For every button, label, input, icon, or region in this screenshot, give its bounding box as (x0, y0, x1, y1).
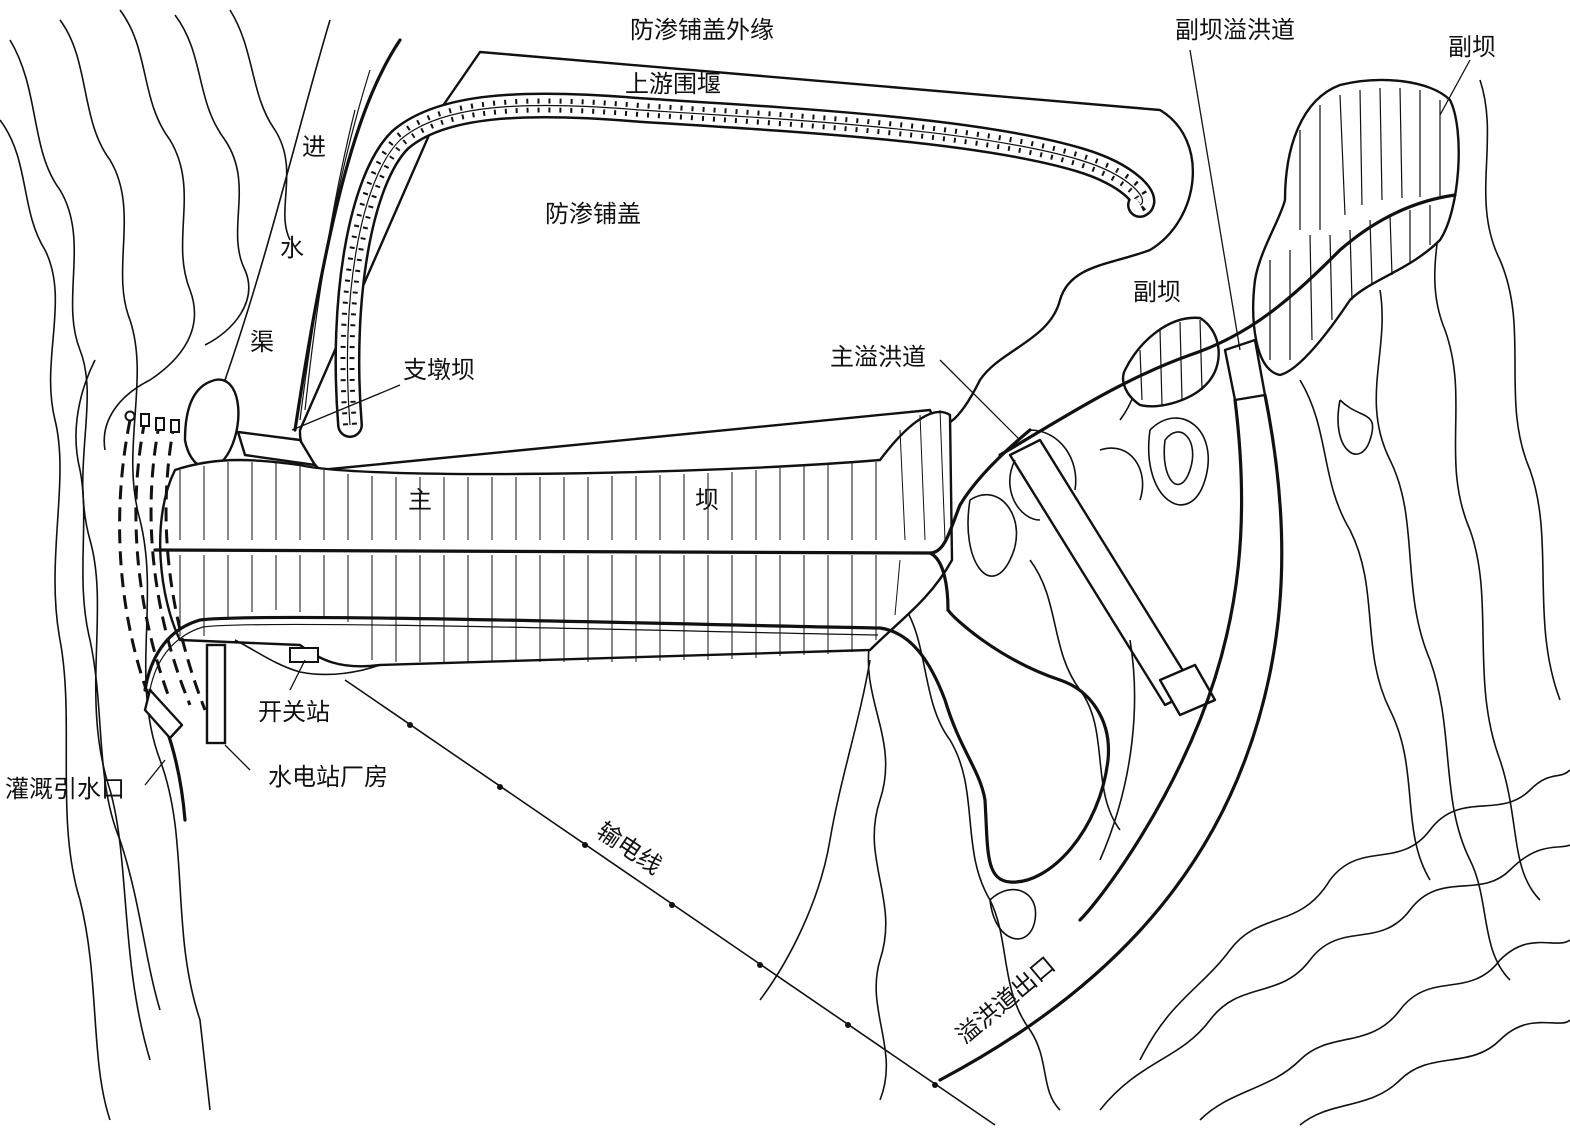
upstream-cofferdam (334, 92, 1156, 438)
switch-station-building (289, 647, 319, 663)
label-main-dam-1: 主 (408, 486, 432, 514)
right-terrain-contours (1099, 79, 1570, 1126)
label-seepage-blanket: 防渗铺盖 (545, 200, 641, 228)
transmission-line (344, 679, 996, 1126)
main-dam-hatching (179, 409, 946, 662)
label-transmission-line: 输电线 (592, 817, 667, 880)
powerhouse-structures (205, 639, 381, 745)
left-abutment (183, 378, 240, 470)
aux-dams (998, 78, 1460, 457)
left-terrain-contours (0, 9, 291, 1121)
label-inlet-canal-3: 渠 (250, 328, 274, 356)
aux-spillway (938, 338, 1284, 1082)
irrigation-conduits (118, 410, 207, 822)
main-spillway (1008, 429, 1217, 717)
label-aux-dam-mid: 副坝 (1133, 278, 1181, 306)
label-irrigation-intake: 灌溉引水口 (5, 775, 125, 803)
label-buttress-dam: 支墩坝 (403, 356, 475, 384)
buttress-dam (236, 430, 317, 467)
label-main-dam-2: 坝 (695, 486, 719, 514)
label-upstream-cofferdam: 上游围堰 (625, 70, 721, 98)
label-inlet-canal-2: 水 (280, 234, 304, 262)
label-switch-station: 开关站 (258, 698, 330, 726)
label-powerhouse: 水电站厂房 (268, 763, 388, 791)
label-inlet-canal-1: 进 (302, 133, 326, 161)
aux-dam-hatching (1139, 87, 1441, 406)
powerhouse-building (205, 643, 227, 745)
label-seepage-outer-edge: 防渗铺盖外缘 (630, 16, 774, 44)
label-aux-dam-right: 副坝 (1448, 33, 1496, 61)
inlet-canal (224, 19, 402, 432)
label-aux-dam-spillway: 副坝溢洪道 (1175, 16, 1295, 44)
label-main-spillway: 主溢洪道 (830, 343, 926, 371)
central-terrain-contours (759, 329, 1210, 1111)
leader-lines (144, 49, 1471, 786)
